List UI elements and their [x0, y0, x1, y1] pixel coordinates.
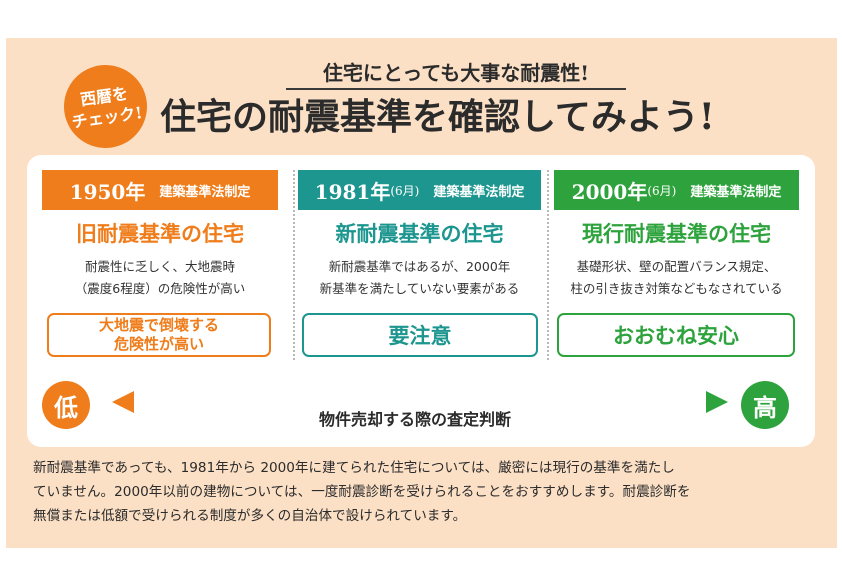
era-2000-verdict: おおむね安心 [557, 313, 795, 357]
note-line: 無償または低額で受けられる制度が多くの自治体で設けられています。 [33, 508, 467, 524]
description-line: 耐震性に乏しく、大地震時 [84, 259, 235, 274]
era-1981-verdict: 要注意 [302, 313, 538, 357]
description-line: （震度6程度）の危険性が高い [74, 281, 246, 296]
verdict-line: 要注意 [388, 323, 452, 348]
era-1950-description: 耐震性に乏しく、大地震時 （震度6程度）の危険性が高い [42, 256, 278, 300]
era-2000-title: 現行耐震基準の住宅 [582, 221, 771, 246]
era-year: 2000年 [571, 179, 648, 204]
page-title: 住宅の耐震基準を確認してみよう! [160, 96, 715, 138]
era-month: (6月) [647, 183, 677, 198]
era-2000-description: 基礎形状、壁の配置バランス規定、 柱の引き抜き対策などもなされている [554, 256, 799, 300]
low-rating-icon: 低 [42, 381, 90, 429]
era-2000-header: 2000年 (6月) 建築基準法制定 [554, 170, 799, 210]
era-law: 建築基準法制定 [433, 184, 525, 200]
era-1950-verdict: 大地震で倒壊する 危険性が高い [47, 313, 271, 357]
era-1981-description: 新耐震基準ではあるが、2000年 新基準を満たしていない要素がある [298, 256, 541, 300]
era-law: 建築基準法制定 [690, 184, 782, 200]
scale-label: 物件売却する際の査定判断 [318, 410, 511, 429]
era-month: (6月) [390, 183, 420, 198]
verdict-line: 大地震で倒壊する [98, 316, 219, 334]
arrowhead-left [112, 391, 134, 413]
note-paragraph: 新耐震基準であっても、1981年から 2000年に建てられた住宅については、厳密… [33, 456, 813, 536]
verdict-line: 危険性が高い [113, 335, 204, 353]
era-law: 建築基準法制定 [159, 184, 251, 200]
era-1981-header: 1981年 (6月) 建築基準法制定 [298, 170, 541, 210]
era-1950-header: 1950年 建築基準法制定 [42, 170, 278, 210]
description-line: 新耐震基準ではあるが、2000年 [328, 259, 511, 274]
era-1981-title: 新耐震基準の住宅 [335, 221, 504, 246]
description-line: 基礎形状、壁の配置バランス規定、 [576, 259, 777, 274]
description-line: 柱の引き抜き対策などもなされている [570, 281, 783, 296]
note-line: 新耐震基準であっても、1981年から 2000年に建てられた住宅については、厳密… [33, 460, 675, 476]
column-divider [293, 170, 295, 360]
description-line: 新基準を満たしていない要素がある [319, 281, 520, 296]
era-year: 1950年 [69, 179, 146, 204]
note-line: ていません。2000年以前の建物については、一度耐震診断を受けられることをおすす… [33, 484, 691, 500]
arrowhead-right [706, 391, 728, 413]
column-divider [547, 170, 549, 360]
high-rating-icon: 高 [741, 381, 789, 429]
era-year: 1981年 [314, 179, 391, 204]
era-1950-title: 旧耐震基準の住宅 [76, 221, 244, 246]
verdict-line: おおむね安心 [613, 323, 739, 348]
page-subtitle: 住宅にとっても大事な耐震性! [286, 58, 626, 90]
